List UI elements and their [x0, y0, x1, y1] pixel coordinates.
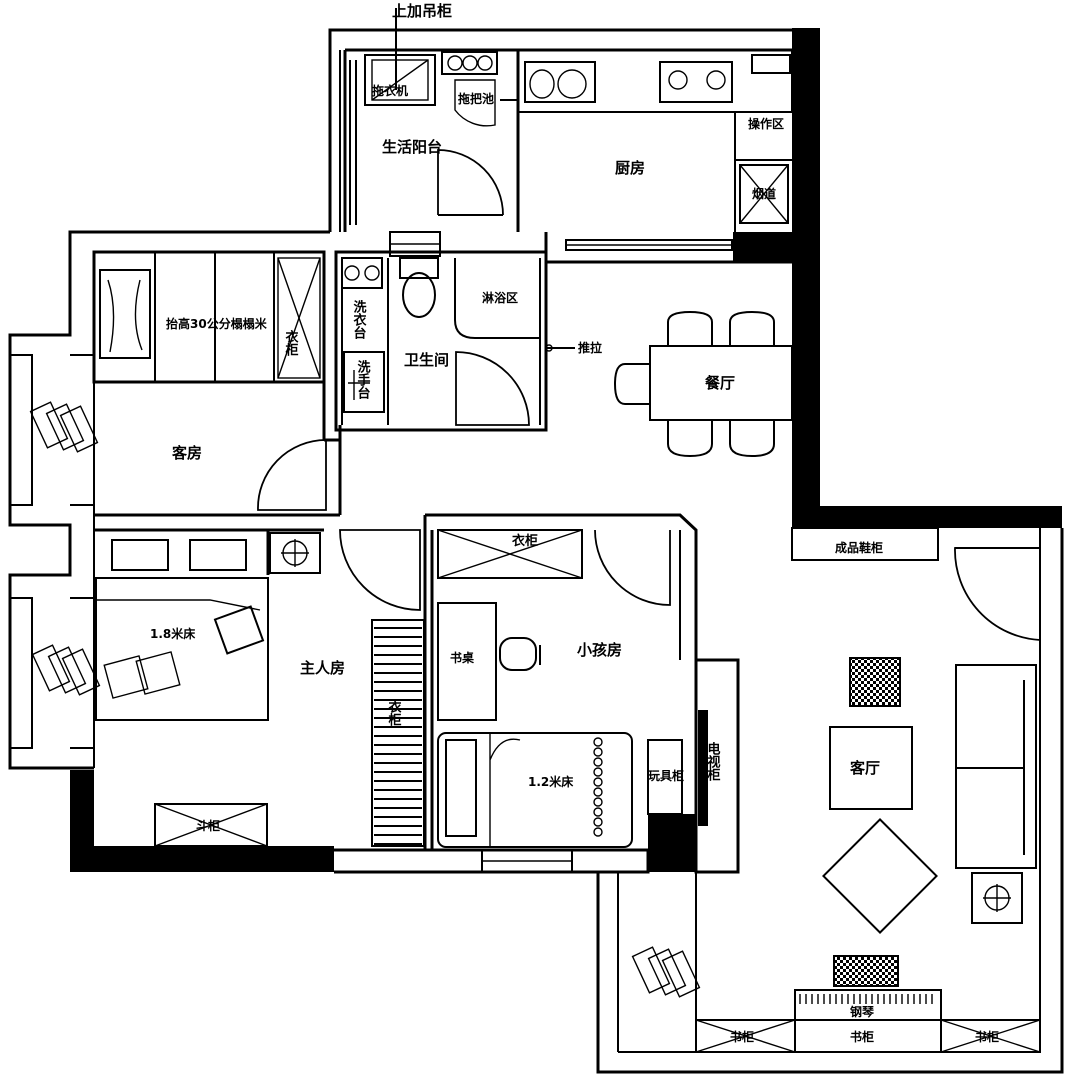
- label-vanity-top: 洗衣台: [351, 299, 367, 340]
- label-storage-mid: 书柜: [850, 1029, 874, 1044]
- balcony-fixtures: [349, 8, 498, 225]
- kids-room-furniture: [437, 529, 683, 848]
- label-storage-right: 书柜: [975, 1029, 999, 1044]
- label-sink-basin: 洗手台: [355, 359, 371, 400]
- label-master-bed: 1.8米床: [150, 626, 196, 641]
- bed-rail-bead: [593, 807, 603, 817]
- label-toy-cabinet: 玩具柜: [648, 768, 684, 783]
- bed-rail-bead: [593, 797, 603, 807]
- closet-shelves: [374, 627, 422, 845]
- label-flue: 烟道: [752, 186, 776, 201]
- label-mop-sink: 拖把池: [458, 91, 494, 106]
- label-work-area: 操作区: [748, 116, 784, 131]
- bed-rail-bead: [593, 747, 603, 757]
- master-room-furniture: [31, 532, 425, 847]
- label-kids-bed: 1.2米床: [528, 774, 574, 789]
- bathroom-fixtures: [341, 257, 540, 413]
- doors: [257, 149, 1041, 641]
- label-master-room: 主人房: [300, 659, 345, 677]
- label-balcony: 生活阳台: [382, 138, 442, 156]
- label-kids-wardrobe: 衣柜: [512, 533, 538, 549]
- label-shower: 淋浴区: [482, 290, 518, 305]
- label-kitchen: 厨房: [615, 159, 645, 177]
- label-partition: 推拉: [578, 340, 602, 355]
- structural-walls: [70, 28, 1062, 872]
- label-laundry: 拖衣机: [372, 83, 408, 98]
- kitchen-fixtures: [517, 49, 793, 251]
- bed-rail-bead: [593, 827, 603, 837]
- label-guest-room: 客房: [171, 444, 202, 462]
- label-guest-wardrobe: 衣柜: [283, 329, 300, 356]
- label-dining: 餐厅: [705, 374, 735, 392]
- bed-rail-bead: [593, 737, 603, 747]
- guest-room-fixtures: [29, 257, 321, 453]
- piano-keys: [799, 994, 933, 1004]
- label-kids-room: 小孩房: [577, 641, 622, 659]
- label-bucket-cabinet: 斗柜: [196, 818, 220, 833]
- bed-rail-bead: [593, 817, 603, 827]
- kids-bed-rail: [593, 737, 603, 837]
- bed-rail-bead: [593, 757, 603, 767]
- dining-furniture: [545, 310, 793, 458]
- label-shoe-cabinet: 成品鞋柜: [835, 540, 883, 555]
- bed-rail-bead: [593, 777, 603, 787]
- bed-rail-bead: [593, 767, 603, 777]
- living-room-furniture: [631, 527, 1041, 1053]
- label-tv-cabinet: 电视柜: [705, 741, 722, 781]
- label-piano: 钢琴: [850, 1004, 875, 1019]
- bed-rail-bead: [593, 787, 603, 797]
- label-bathroom: 卫生间: [404, 351, 449, 369]
- label-closet: 衣柜: [386, 699, 403, 726]
- label-living-room: 客厅: [849, 759, 880, 777]
- label-top-annotation: 上加吊柜: [392, 2, 452, 20]
- label-desk: 书桌: [450, 650, 475, 665]
- label-storage-left: 书柜: [730, 1029, 754, 1044]
- label-raised-bed: 抬高30公分榻榻米: [166, 316, 268, 331]
